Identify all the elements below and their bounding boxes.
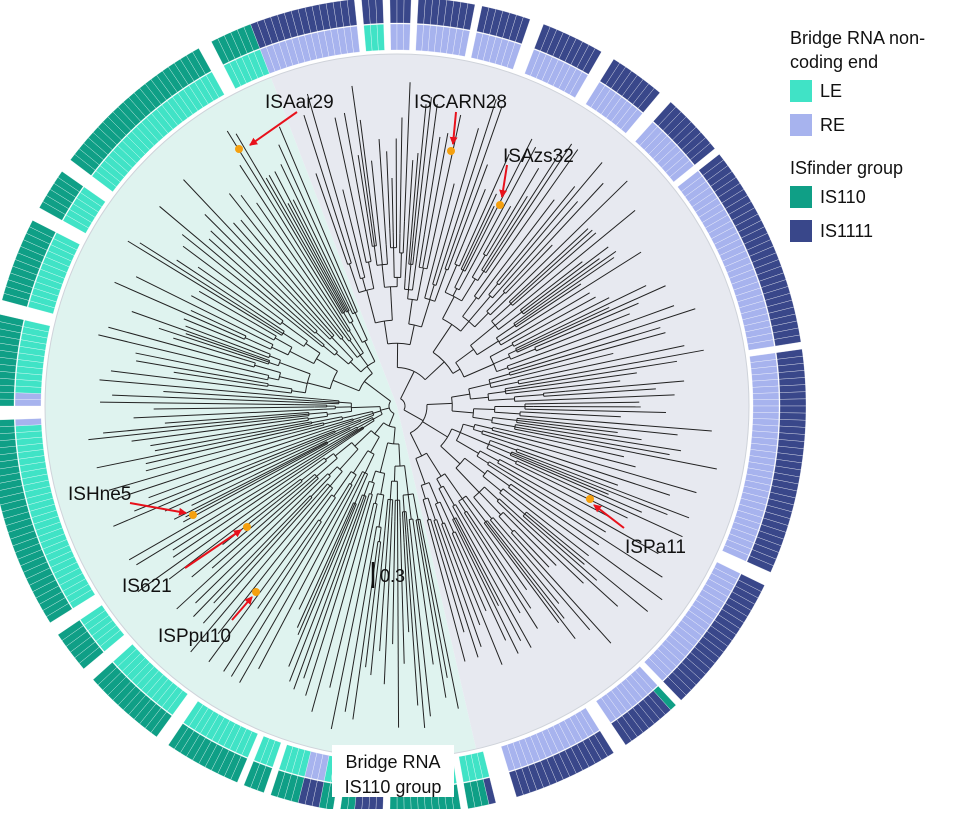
tree-branch	[525, 403, 558, 404]
tree-branch	[544, 396, 554, 397]
marker-isaar29	[235, 145, 243, 153]
ring-cell-noncoding-end	[753, 386, 779, 394]
legend-item-is1111: IS1111	[790, 214, 955, 248]
legend: Bridge RNA non-coding end LE RE ISfinder…	[790, 26, 955, 248]
tree-branch	[377, 527, 382, 528]
ring-cell-isfinder-group	[0, 392, 14, 400]
clade-backgrounds	[45, 54, 749, 758]
bridge-rna-label-line2: IS110 group	[345, 777, 442, 797]
tree-branch	[401, 253, 402, 278]
ring-cell-isfinder-group	[780, 399, 806, 406]
ring-cell-noncoding-end	[753, 399, 779, 406]
marker-ispa11	[586, 495, 594, 503]
legend-item-re: RE	[790, 108, 955, 142]
ring-cell-noncoding-end	[397, 24, 404, 50]
marker-is621	[243, 523, 251, 531]
label-ispa11: ISPa11	[625, 537, 686, 558]
ring-cell-isfinder-group	[397, 0, 404, 23]
tree-branch	[394, 248, 395, 278]
ring-cell-noncoding-end	[15, 418, 41, 426]
ring-cell-isfinder-group	[780, 392, 806, 400]
ring-cell-isfinder-group	[779, 385, 805, 393]
legend-label-is1111: IS1111	[820, 221, 873, 242]
label-isppu10: ISPpu10	[158, 626, 231, 647]
tree-branch	[488, 394, 489, 401]
bridge-rna-label-line1: Bridge RNA	[345, 752, 440, 772]
tree-branch	[518, 381, 519, 384]
ring-cell-isfinder-group	[780, 413, 806, 421]
scale-label: 0.3	[380, 566, 405, 586]
label-isaar29: ISAar29	[265, 92, 334, 113]
ring-cell-noncoding-end	[15, 399, 41, 406]
legend-item-le: LE	[790, 74, 955, 108]
ring-cell-isfinder-group	[0, 419, 15, 427]
ring-cell-noncoding-end	[377, 24, 385, 50]
label-iscarn28: ISCARN28	[414, 92, 507, 113]
ring-cell-isfinder-group	[390, 0, 397, 23]
ring-cell-noncoding-end	[15, 393, 41, 400]
ring-cell-noncoding-end	[753, 406, 779, 413]
legend-swatch-is1111	[790, 220, 812, 242]
tree-branch	[405, 278, 406, 289]
legend-title-isfinder-group: ISfinder group	[790, 156, 955, 180]
legend-label-re: RE	[820, 115, 845, 136]
tree-branch	[394, 466, 395, 481]
label-is621: IS621	[122, 576, 172, 597]
ring-cell-isfinder-group	[0, 399, 14, 406]
legend-swatch-le	[790, 80, 812, 102]
label-ishne5: ISHne5	[68, 484, 131, 505]
ring-cell-isfinder-group	[376, 0, 384, 24]
ring-cell-noncoding-end	[390, 24, 397, 50]
ring-cell-isfinder-group	[404, 0, 412, 23]
marker-iscarn28	[447, 147, 455, 155]
legend-swatch-re	[790, 114, 812, 136]
legend-swatch-is110	[790, 186, 812, 208]
ring-cell-isfinder-group	[780, 406, 806, 413]
marker-isppu10	[252, 588, 260, 596]
ring-cell-noncoding-end	[753, 412, 779, 419]
tree-branch	[291, 389, 292, 393]
legend-label-le: LE	[820, 81, 842, 102]
legend-item-is110: IS110	[790, 180, 955, 214]
marker-ishne5	[189, 511, 197, 519]
legend-title-noncoding-end: Bridge RNA non-coding end	[790, 26, 955, 74]
marker-isazs32	[496, 201, 504, 209]
label-isazs32: ISAzs32	[503, 146, 574, 167]
ring-cell-noncoding-end	[753, 393, 779, 400]
ring-cell-noncoding-end	[403, 24, 410, 50]
tree-branch	[324, 409, 335, 410]
legend-label-is110: IS110	[820, 187, 866, 208]
